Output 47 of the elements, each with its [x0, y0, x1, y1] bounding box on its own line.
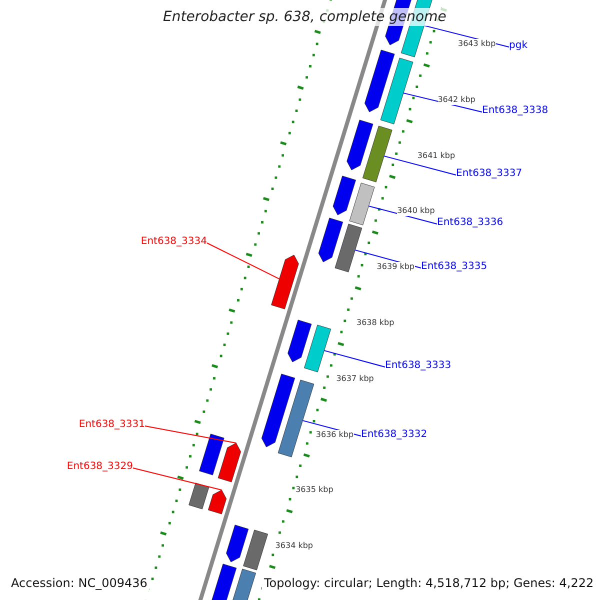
leader-line — [368, 206, 438, 224]
gene-feature — [318, 218, 344, 262]
gene-feature — [304, 324, 332, 372]
position-label: 3639 kbp — [376, 262, 414, 272]
position-label: 3643 kbp — [458, 39, 496, 49]
gene-feature — [349, 182, 375, 226]
position-label: 3637 kbp — [336, 374, 374, 384]
gene-feature — [380, 58, 414, 124]
gene-feature — [226, 524, 249, 562]
gene-feature — [243, 530, 268, 570]
gene-label: Ent638_3333 — [385, 360, 452, 372]
gene-feature — [188, 482, 210, 510]
leader-line — [324, 350, 386, 368]
gene-feature — [271, 254, 299, 310]
gene-feature — [346, 120, 374, 170]
gene-feature — [362, 126, 392, 182]
position-label: 3636 kbp — [316, 430, 354, 440]
gene-feature — [218, 442, 241, 482]
gene-feature — [332, 176, 356, 216]
gene-label: Ent638_3337 — [456, 168, 522, 180]
gene-feature — [199, 434, 224, 476]
gene-feature — [261, 374, 296, 448]
gene-label: Ent638_3338 — [482, 105, 548, 117]
gene-label: Ent638_3329 — [66, 461, 133, 473]
gene-feature — [334, 224, 362, 272]
position-label: 3635 kbp — [296, 485, 334, 496]
footer-text: Accession: NC_009436 — [9, 576, 150, 591]
leader-line — [384, 156, 456, 176]
gene-feature — [278, 380, 314, 458]
position-label: 3640 kbp — [397, 206, 435, 216]
position-label: 3638 kbp — [356, 318, 394, 328]
leader-line — [206, 242, 280, 280]
gene-label: Ent638_3331 — [78, 419, 145, 431]
position-label: 3634 kbp — [275, 541, 313, 552]
gene-label: pgk — [509, 40, 528, 52]
leader-line — [132, 468, 222, 490]
position-label: 3641 kbp — [417, 150, 456, 161]
gene-label: Ent638_3335 — [421, 261, 488, 273]
leader-line — [144, 426, 237, 444]
gene-feature — [364, 50, 395, 112]
gene-label: Ent638_3334 — [140, 236, 207, 248]
gene-label: Ent638_3332 — [361, 429, 428, 441]
gene-feature — [208, 490, 227, 514]
gene-feature — [288, 320, 312, 362]
gene-label: Ent638_3336 — [437, 217, 504, 229]
title: Enterobacter sp. 638, complete genome — [160, 8, 450, 26]
position-label: 3642 kbp — [438, 94, 476, 105]
